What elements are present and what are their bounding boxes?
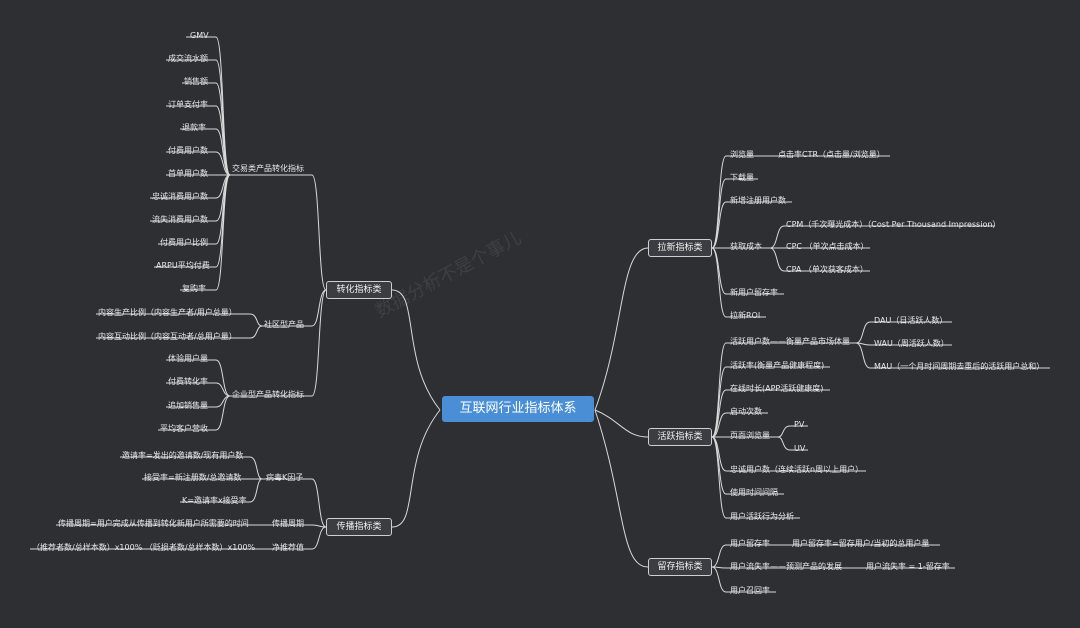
trade-item[interactable]: 忠诚消费用户数	[152, 192, 208, 201]
enterprise-item[interactable]: 平均客户营收	[160, 424, 208, 433]
trade-item[interactable]: 成交流水额	[168, 54, 208, 63]
active-loyal[interactable]: 忠诚用户数（连续活跃n周以上用户）	[730, 465, 864, 474]
active-page-item[interactable]: UV	[794, 444, 806, 453]
acq-cost[interactable]: 获取成本	[730, 242, 762, 251]
enterprise-conversion-node[interactable]: 企业型产品转化指标	[232, 390, 304, 399]
retention-rate[interactable]: 用户留存率	[730, 539, 770, 548]
retention-recall[interactable]: 用户召回率	[730, 586, 770, 595]
branch-retention[interactable]: 留存指标类	[648, 558, 712, 576]
community-item[interactable]: 内容互动比例（内容互动者/总用户量）	[98, 332, 237, 341]
acq-new-reg[interactable]: 新增注册用户数	[730, 196, 786, 205]
branch-spread[interactable]: 传播指标类	[326, 518, 392, 536]
retention-churn-def[interactable]: 用户流失率 = 1-留存率	[866, 562, 950, 571]
acq-downloads[interactable]: 下载量	[730, 173, 754, 182]
branch-active[interactable]: 活跃指标类	[648, 428, 712, 446]
active-interval[interactable]: 使用时间间隔	[730, 488, 778, 497]
viral-k-node[interactable]: 病毒K因子	[266, 473, 304, 482]
trade-item[interactable]: 流失消费用户数	[152, 215, 208, 224]
spread-cycle-item[interactable]: 传播周期=用户完成从传播到转化新用户所需要的时间	[58, 519, 249, 528]
trade-item[interactable]: 销售额	[184, 77, 208, 86]
spread-cycle-node[interactable]: 传播周期	[272, 519, 304, 528]
acq-cost-item[interactable]: CPA （单次获客成本）	[786, 265, 868, 274]
branch-acquisition[interactable]: 拉新指标类	[648, 239, 712, 257]
active-online[interactable]: 在线时长(APP活跃健康度)	[730, 384, 824, 393]
acq-cost-item[interactable]: CPC （单次点击成本）	[786, 242, 869, 251]
active-users[interactable]: 活跃用户数——衡量产品市场体量	[730, 337, 850, 346]
community-item[interactable]: 内容生产比例（内容生产者/用户总量）	[98, 308, 237, 317]
active-page-views[interactable]: 页面浏览量	[730, 431, 770, 440]
active-behavior[interactable]: 用户活跃行为分析	[730, 512, 794, 521]
trade-item[interactable]: GMV	[190, 31, 209, 40]
retention-churn[interactable]: 用户流失率——预测产品的发展	[730, 562, 842, 571]
acq-new-retention[interactable]: 新用户留存率	[730, 288, 778, 297]
trade-item[interactable]: 付费用户比例	[160, 238, 208, 247]
active-users-item[interactable]: WAU（周活跃人数）	[874, 339, 949, 348]
branch-conversion[interactable]: 转化指标类	[326, 281, 392, 299]
trade-item[interactable]: 退款率	[182, 123, 206, 132]
viral-k-item[interactable]: 接受率=新注册数/总邀请数	[144, 473, 242, 482]
viral-k-item[interactable]: 邀请率=发出的邀请数/现有用户数	[122, 451, 244, 460]
active-launches[interactable]: 启动次数	[730, 407, 762, 416]
root-node[interactable]: 互联网行业指标体系	[442, 396, 594, 422]
retention-rate-def[interactable]: 用户留存率=留存用户/当初的总用户量	[792, 539, 930, 548]
enterprise-item[interactable]: 追加销售量	[168, 401, 208, 410]
trade-item[interactable]: ARPU平均付费	[156, 261, 210, 270]
active-rate[interactable]: 活跃率(衡量产品健康程度)	[730, 361, 825, 370]
trade-item[interactable]: 复购率	[182, 284, 206, 293]
community-node[interactable]: 社区型产品	[264, 320, 304, 329]
active-users-item[interactable]: DAU（日活跃人数）	[874, 316, 948, 325]
active-page-item[interactable]: PV	[794, 420, 805, 429]
trade-item[interactable]: 首单用户数	[168, 169, 208, 178]
acq-pv[interactable]: 浏览量	[730, 150, 754, 159]
acq-ctr[interactable]: 点击率CTR（点击量/浏览量）	[778, 150, 885, 159]
acq-cost-item[interactable]: CPM（千次曝光成本）（Cost Per Thousand Impression…	[786, 220, 1001, 229]
nps-item[interactable]: （推荐者数/总样本数）x100% （贬损者数/总样本数）x100%	[32, 543, 256, 552]
trade-conversion-node[interactable]: 交易类产品转化指标	[232, 164, 304, 173]
enterprise-item[interactable]: 体验用户量	[168, 354, 208, 363]
trade-item[interactable]: 付费用户数	[168, 146, 208, 155]
nps-node[interactable]: 净推荐值	[272, 543, 304, 552]
trade-item[interactable]: 订单支付率	[168, 100, 208, 109]
viral-k-item[interactable]: K=邀请率x接受率	[182, 496, 247, 505]
enterprise-item[interactable]: 付费转化率	[168, 377, 208, 386]
acq-roi[interactable]: 拉新ROI	[730, 311, 761, 320]
active-users-item[interactable]: MAU（一个月时间周期去重后的活跃用户总和）	[874, 362, 1045, 371]
